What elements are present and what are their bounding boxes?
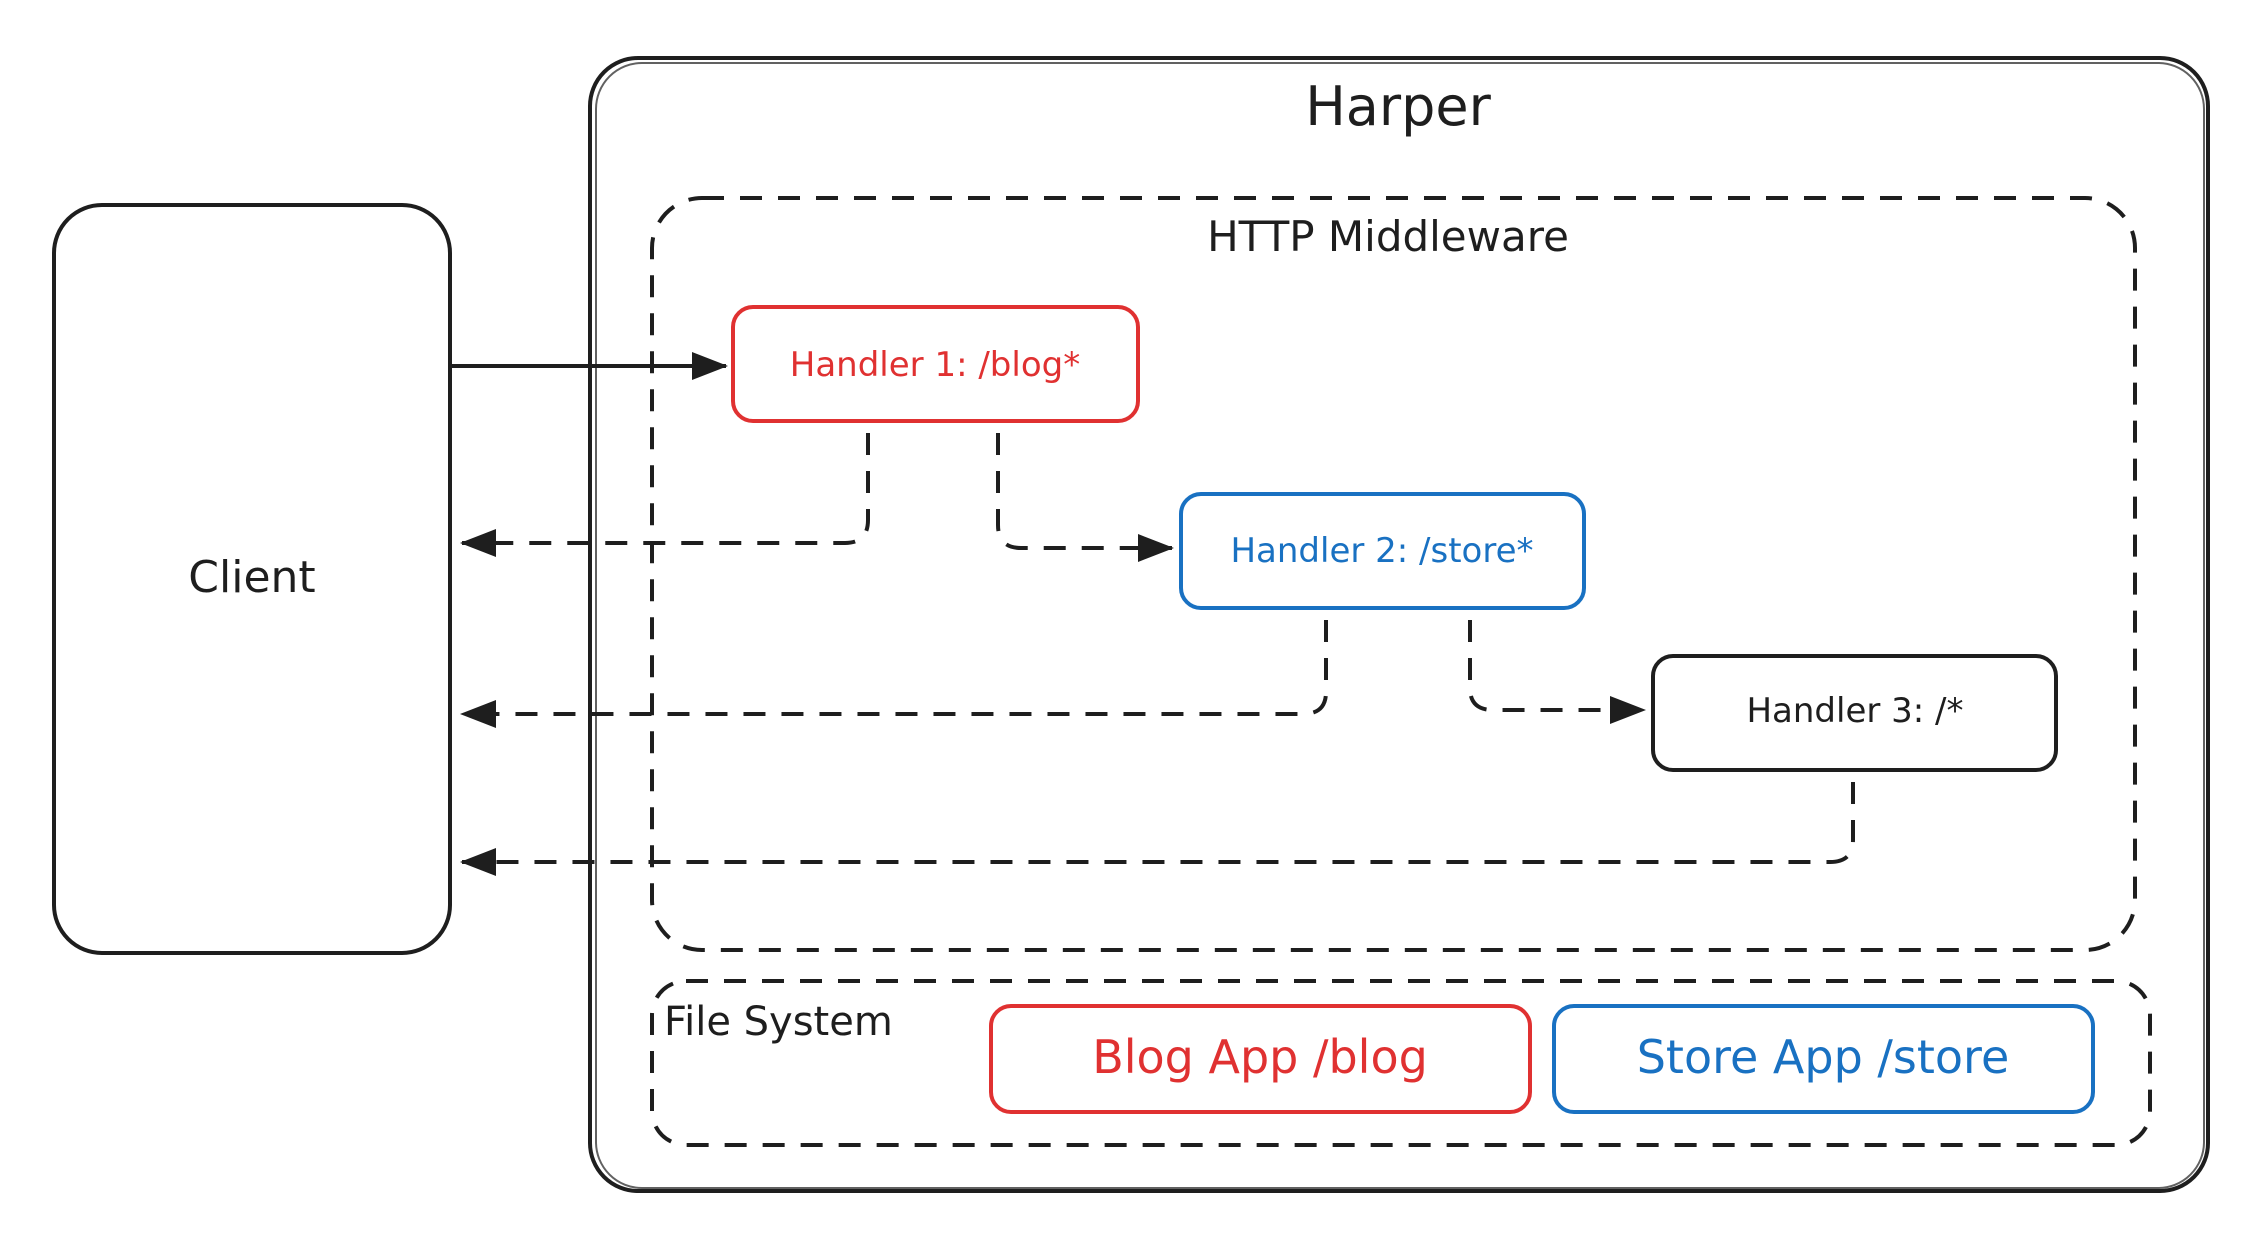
blog-app-box [989,1004,1532,1114]
http-middleware-box [650,196,2137,952]
handler-2-return-arrow [460,620,1328,728]
handler-1-next-arrow [996,433,1174,562]
store-app-node: Store App /store [1552,1004,2095,1114]
file-system-group: File System [650,979,2152,1147]
client-node: Client [52,203,452,955]
handler-1-return-arrow [460,433,870,557]
handler-1-node: Handler 1: /blog* [731,305,1140,423]
harper-box [588,56,2210,1193]
handler-3-return-arrow [460,782,1855,876]
file-system-label: File System [664,999,893,1045]
blog-app-node: Blog App /blog [989,1004,1532,1114]
handler-1-label: Handler 1: /blog* [790,345,1080,385]
harper-box-sketch [595,62,2205,1189]
client-box [52,203,452,955]
harper-title: Harper [1305,75,1491,138]
handler-2-label: Handler 2: /store* [1230,531,1533,571]
store-app-box [1552,1004,2095,1114]
handler-2-next-arrow [1468,620,1646,724]
client-label: Client [188,552,315,603]
http-middleware-group: HTTP Middleware [650,196,2137,952]
http-middleware-title: HTTP Middleware [1207,212,1569,261]
harper-container: Harper [588,56,2210,1193]
blog-app-label: Blog App /blog [1092,1030,1428,1084]
store-app-label: Store App /store [1637,1030,2010,1084]
handler-1-box [731,305,1140,423]
file-system-box [650,979,2152,1147]
handler-3-box [1651,654,2058,772]
handler-3-node: Handler 3: /* [1651,654,2058,772]
handler-2-box [1179,492,1586,610]
handler-2-node: Handler 2: /store* [1179,492,1586,610]
handler-3-label: Handler 3: /* [1746,691,1963,731]
